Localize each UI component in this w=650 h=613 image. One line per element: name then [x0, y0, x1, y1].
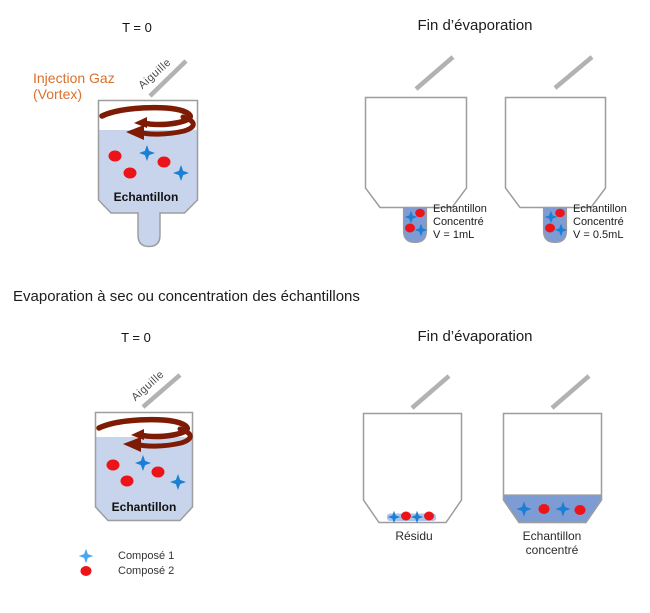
- needle-icon: [148, 59, 188, 98]
- compound2-circle: [424, 511, 434, 521]
- compound2-circle: [151, 466, 165, 478]
- compound2-circle: [106, 459, 120, 471]
- compound2-circle: [123, 167, 137, 179]
- needle-icon: [553, 55, 594, 90]
- compound2-circle: [108, 150, 122, 162]
- vessel-t0-bottom: [94, 373, 194, 522]
- vessel-concentrated-05ml: [504, 55, 607, 244]
- legend-label: Composé 1: [118, 550, 175, 562]
- vessel-outline: [97, 99, 199, 248]
- t0-title-top: T = 0: [122, 20, 152, 35]
- compound2-circle: [555, 208, 565, 218]
- sample-label-bottom: Echantillon: [111, 500, 177, 514]
- sample-label-top: Echantillon: [113, 190, 179, 204]
- vessel-concentrated-final: [502, 374, 603, 524]
- star-icon: [78, 548, 94, 564]
- t0-title-bottom: T = 0: [121, 330, 151, 345]
- vessel-t0-top: [97, 59, 199, 248]
- sample-liquid: [95, 437, 193, 521]
- needle-icon: [550, 374, 591, 410]
- compound2-circle: [405, 223, 415, 233]
- vessel-outline: [362, 412, 463, 524]
- compound2-circle: [415, 208, 425, 218]
- needle-icon: [414, 55, 455, 91]
- legend-item-compound2: Composé 2: [78, 563, 174, 579]
- compound2-circle: [574, 505, 586, 515]
- fin-evaporation-title-bottom: Fin d’évaporation: [417, 328, 533, 345]
- concentrated-final-label: Echantillon concentré: [522, 529, 582, 557]
- section-heading: Evaporation à sec ou concentration des é…: [13, 288, 360, 305]
- legend-item-compound1: Composé 1: [78, 548, 174, 564]
- fin-evaporation-title-top: Fin d’évaporation: [417, 17, 533, 34]
- vessel-outline: [94, 411, 194, 522]
- injection-gaz-label: Injection Gaz (Vortex): [33, 70, 115, 102]
- needle-icon: [141, 373, 182, 409]
- vessel-concentrated-1ml: [364, 55, 468, 244]
- circle-icon: [80, 566, 92, 576]
- vessel-residue: [362, 374, 463, 524]
- vessel-outline: [502, 412, 603, 524]
- vessel-outline: [364, 96, 468, 209]
- legend-label: Composé 2: [118, 565, 175, 577]
- compound2-circle: [538, 504, 550, 514]
- compound2-circle: [545, 223, 555, 233]
- compound2-circle: [120, 475, 134, 487]
- vessel-outline: [504, 96, 607, 209]
- concentrated-05ml-label: Echantillon Concentré V = 0.5mL: [573, 203, 627, 241]
- sample-liquid: [98, 130, 198, 247]
- needle-icon: [410, 374, 451, 410]
- compound2-circle: [157, 156, 171, 168]
- residue-label: Résidu: [395, 529, 433, 543]
- compound2-circle: [401, 511, 411, 521]
- concentrated-1ml-label: Echantillon Concentré V = 1mL: [433, 203, 487, 241]
